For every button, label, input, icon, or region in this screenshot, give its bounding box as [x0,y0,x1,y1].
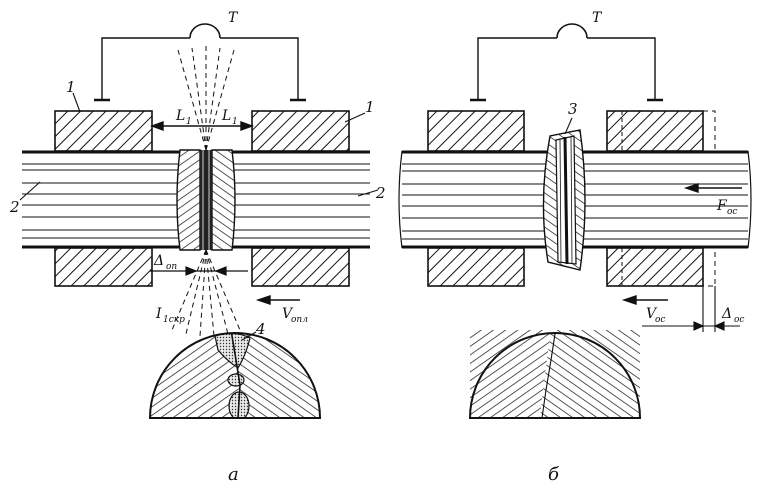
section-view-b [468,330,642,419]
label-current: I [155,306,162,322]
inclusion-middle [227,373,245,387]
label-L-right-sub: 1 [232,117,238,127]
electrode-b-bottom-left [427,247,525,287]
circuit-wire [101,37,299,100]
electrode-top-left [54,110,153,152]
label-velocity-b-sub: ос [655,315,665,325]
electrode-b-bottom-right [606,247,704,287]
velocity-arrow-a [255,295,300,305]
transformer-label: T [228,10,239,26]
caption-b: б [548,464,560,485]
dimension-delta-op [150,266,248,276]
workpiece-left [22,150,200,249]
label-electrode-left: 1 [66,78,76,96]
label-inclusion: 4 [255,320,266,338]
caption-a: а [228,464,239,485]
force-arrow [683,183,742,193]
label-delta-op-sub: оп [166,262,177,272]
panel-b: T [398,10,752,485]
label-workpiece-left: 2 [9,198,20,216]
label-L-left-sub: 1 [186,117,192,127]
label-electrode-right: 1 [365,98,375,116]
label-L-left: L [175,108,185,124]
transformer-symbol [189,23,221,39]
label-velocity-a: V [282,306,294,322]
label-delta-oc-sub: ос [734,315,744,325]
workpiece-right [212,150,370,249]
transformer-symbol-b [556,23,588,39]
electrode-bottom-left [54,247,153,287]
electrode-bottom-right [251,247,350,287]
electrode-b-top-right [606,110,704,152]
label-workpiece-right: 2 [375,184,386,202]
upset-weld [542,129,586,271]
label-current-sub: 1скр [163,315,185,325]
label-force-sub: ос [727,207,737,217]
section-view-a: 4 [148,320,322,419]
label-velocity-a-sub: опл [291,315,308,325]
flash-zone [176,149,236,251]
panel-a: T [9,10,386,485]
label-delta-oc: Δ [721,306,732,322]
label-delta-op: Δ [153,253,164,269]
label-L-right: L [221,108,231,124]
velocity-arrow-b [621,295,668,305]
dimension-L [149,121,255,131]
label-weld: 3 [568,100,578,118]
circuit-wire-b [477,37,656,100]
label-force: F [716,198,728,214]
electrode-b-top-left [427,110,525,152]
electrode-top-right [251,110,350,152]
spark-spray [171,46,241,337]
transformer-label-b: T [592,10,603,26]
label-velocity-b: V [646,306,658,322]
dimension-delta-oc [684,286,740,332]
